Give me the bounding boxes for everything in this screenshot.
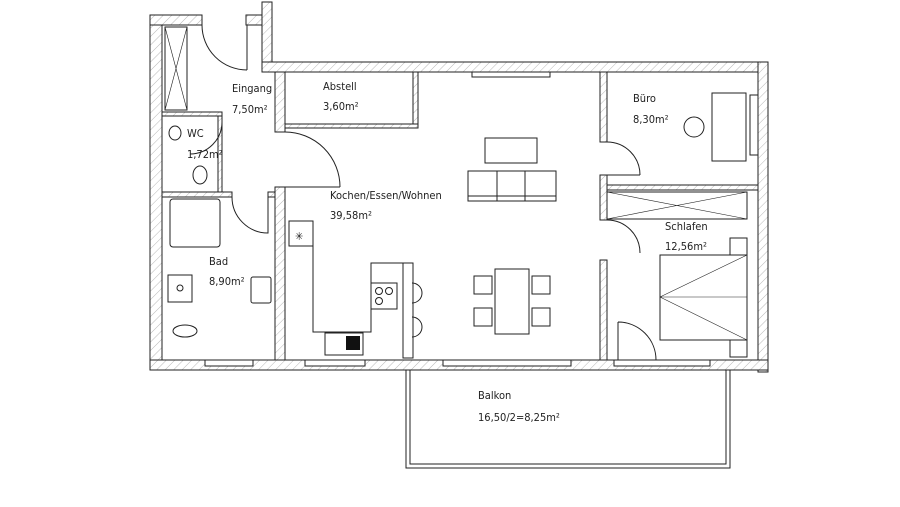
room-area-kochen: 39,58m² xyxy=(330,209,372,222)
walls xyxy=(149,1,769,373)
room-area-bad: 8,90m² xyxy=(209,275,245,288)
balcony xyxy=(405,370,731,469)
room-area-balkon: 16,50/2=8,25m² xyxy=(478,411,560,424)
furniture: ✳ xyxy=(164,26,748,359)
room-area-wc: 1,72m² xyxy=(187,148,223,161)
room-name-buero: Büro xyxy=(633,92,656,105)
room-area-eingang: 7,50m² xyxy=(232,103,268,116)
room-area-abstell: 3,60m² xyxy=(323,100,359,113)
room-name-balkon: Balkon xyxy=(478,389,511,402)
doors xyxy=(189,24,657,361)
room-name-wc: WC xyxy=(187,127,204,140)
room-area-buero: 8,30m² xyxy=(633,113,669,126)
room-name-eingang: Eingang xyxy=(232,82,272,95)
room-name-abstell: Abstell xyxy=(323,80,357,93)
room-area-schlafen: 12,56m² xyxy=(665,240,707,253)
svg-text:✳: ✳ xyxy=(295,230,303,243)
room-labels: Eingang 7,50m² WC 1,72m² Abstell 3,60m² … xyxy=(187,80,708,424)
room-name-schlafen: Schlafen xyxy=(665,220,708,233)
room-name-bad: Bad xyxy=(209,255,228,268)
windows xyxy=(204,71,759,367)
room-name-kochen: Kochen/Essen/Wohnen xyxy=(330,189,442,202)
